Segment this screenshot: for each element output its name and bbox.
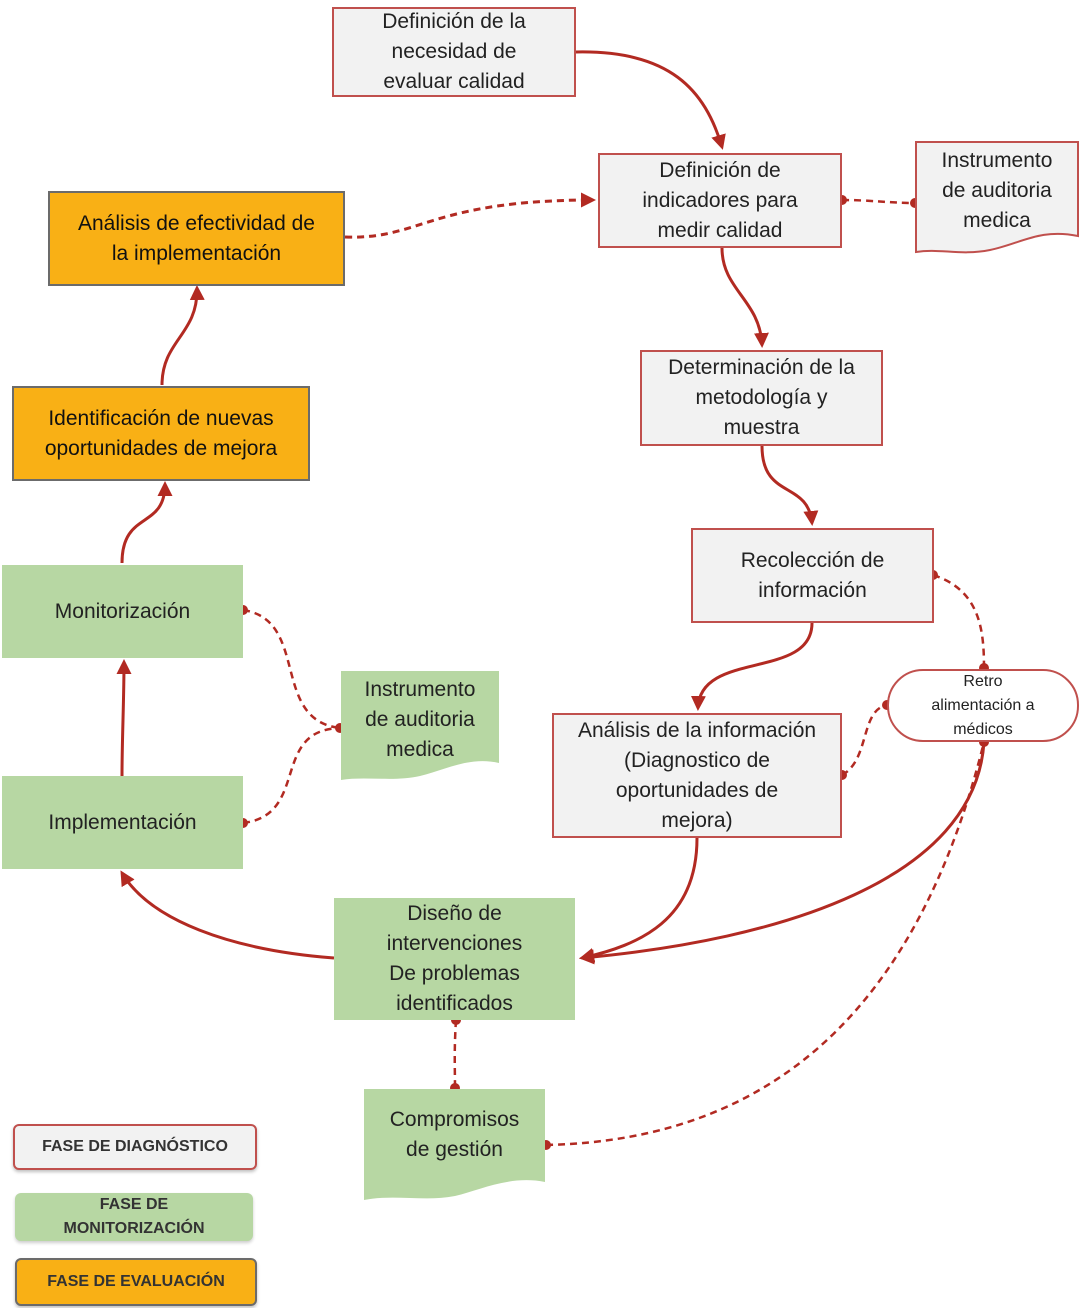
- node-instrumento-auditoria-diag: Instrumento de auditoria medica: [941, 149, 1053, 232]
- connector-diseno-implementacion: [120, 870, 335, 960]
- document-shape-instrumento-diag: [915, 141, 1079, 254]
- node-definicion-indicadores: Definición de indicadores para medir cal…: [598, 153, 842, 248]
- legend-fase-diagnostico: FASE DE DIAGNÓSTICO: [13, 1124, 257, 1170]
- node-definicion-necesidad: Definición de la necesidad de evaluar ca…: [332, 7, 576, 97]
- node-analisis-informacion: Análisis de la información (Diagnostico …: [552, 713, 842, 838]
- document-shape-compromisos: [364, 1089, 545, 1200]
- node-determinacion-metodologia: Determinación de la metodología y muestr…: [640, 350, 883, 446]
- connector-identificacion-efectividad: [160, 285, 205, 386]
- dashed-efectividad-indicadores: [344, 192, 596, 239]
- node-monitorizacion: Monitorización: [2, 565, 243, 658]
- dashed-diseno-compromisos: [453, 1019, 458, 1089]
- connector-analisis-diseno: [579, 837, 699, 963]
- connector-indicadores-determinacion: [720, 247, 769, 348]
- dashed-compromisos-retro: [545, 741, 986, 1147]
- connector-determinacion-recoleccion: [760, 445, 819, 526]
- node-instrumento-auditoria-mon: Instrumento de auditoria medica: [364, 678, 476, 761]
- node-compromisos-gestion: Compromisos de gestión: [389, 1108, 520, 1161]
- node-analisis-efectividad: Análisis de efectividad de la implementa…: [48, 191, 345, 286]
- connector-recoleccion-analisis: [690, 622, 814, 711]
- connector-monitorizacion-identificacion: [120, 481, 173, 564]
- connector-necesidad-indicadores: [575, 50, 726, 150]
- dashed-implementacion-instrumento: [242, 726, 341, 825]
- node-diseno-intervenciones: Diseño de intervenciones De problemas id…: [334, 898, 575, 1020]
- dashed-analisis-retro: [841, 703, 888, 777]
- dashed-recoleccion-retro: [932, 573, 986, 669]
- node-retroalimentacion-medicos: Retro alimentación a médicos: [887, 669, 1079, 742]
- connector-implementacion-monitorizacion: [116, 659, 132, 777]
- node-implementacion: Implementación: [2, 776, 243, 869]
- legend-fase-monitorizacion: FASE DE MONITORIZACIÓN: [15, 1193, 253, 1241]
- legend-fase-evaluacion: FASE DE EVALUACIÓN: [15, 1258, 257, 1306]
- node-recoleccion-informacion: Recolección de información: [691, 528, 934, 623]
- document-shape-instrumento-mon: [341, 671, 499, 780]
- node-identificacion-oportunidades: Identificación de nuevas oportunidades d…: [12, 386, 310, 481]
- dashed-monitorizacion-instrumento: [242, 608, 341, 730]
- dashed-indicadores-instrumento: [841, 198, 916, 205]
